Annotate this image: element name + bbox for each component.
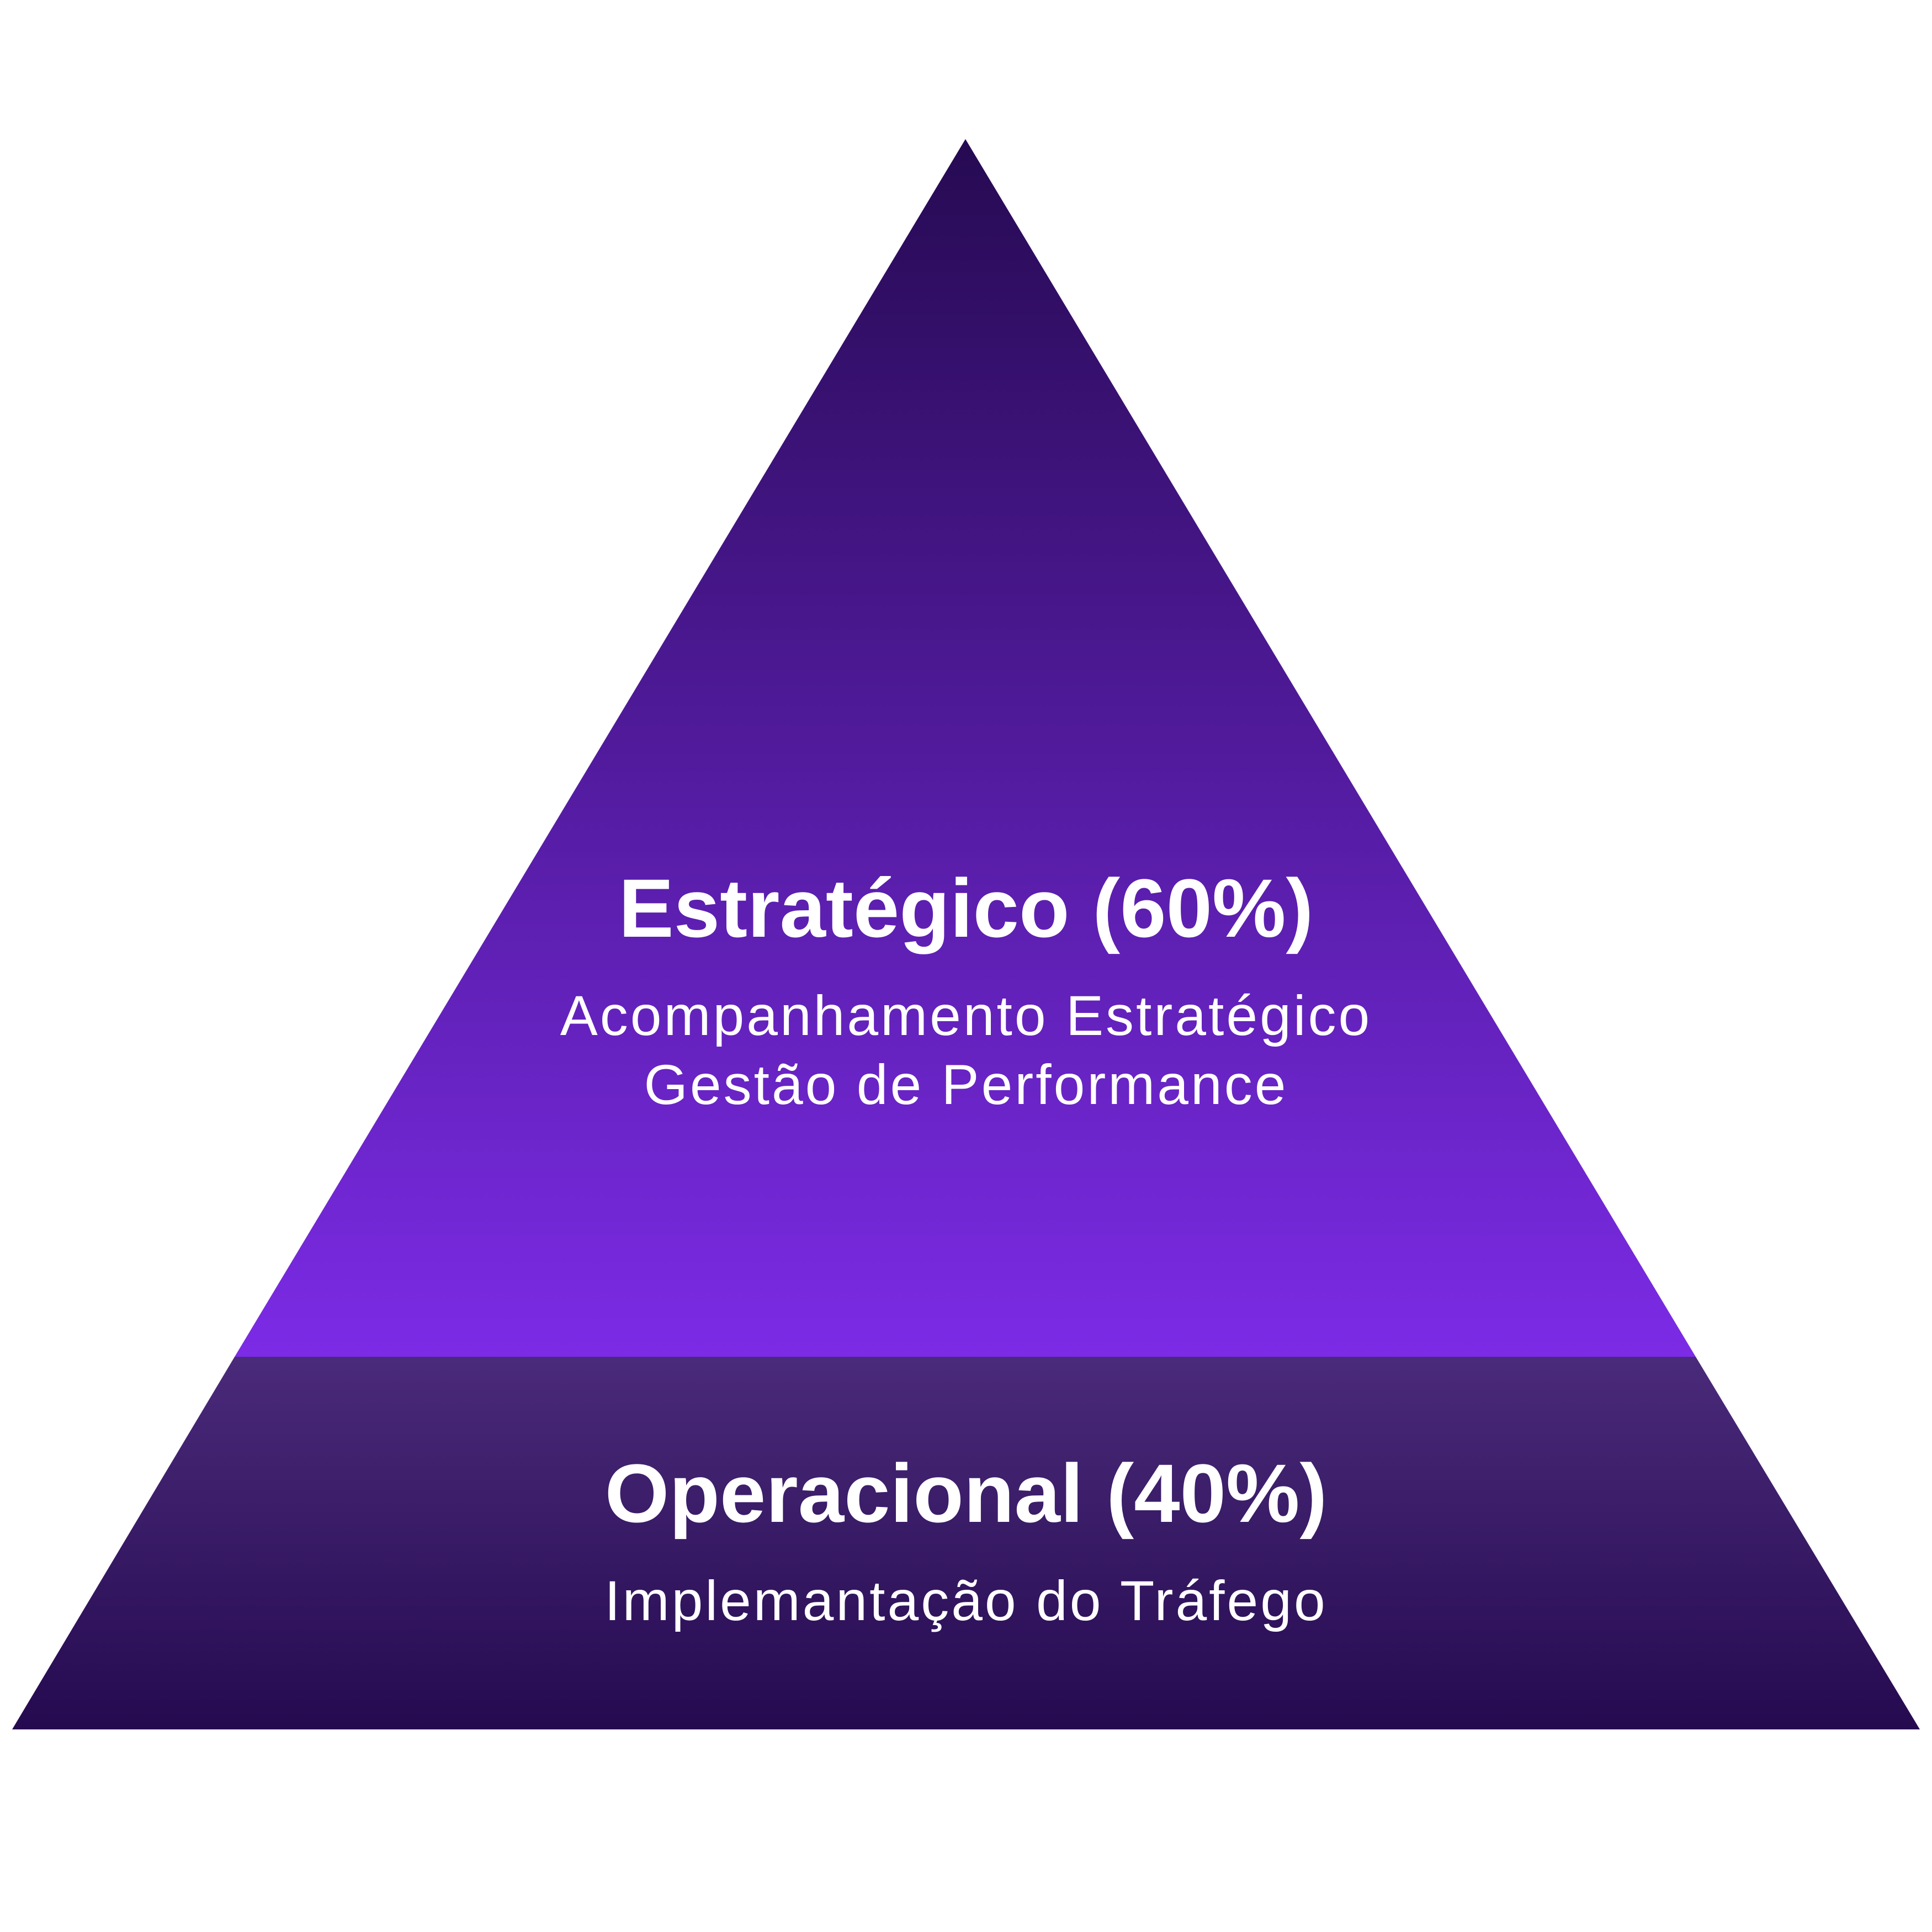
- bottom-tier-line-1: Implemantação do Tráfego: [604, 1569, 1328, 1632]
- bottom-tier-title: Operacional (40%): [604, 1447, 1328, 1540]
- top-tier-line-1: Acompanhamento Estratégico: [560, 984, 1372, 1047]
- pyramid-bottom-tier: [12, 1357, 1920, 1729]
- top-tier-line-2: Gestão de Performance: [644, 1053, 1288, 1116]
- top-tier-title: Estratégico (60%): [618, 862, 1314, 954]
- pyramid-top-tier: [235, 139, 1696, 1357]
